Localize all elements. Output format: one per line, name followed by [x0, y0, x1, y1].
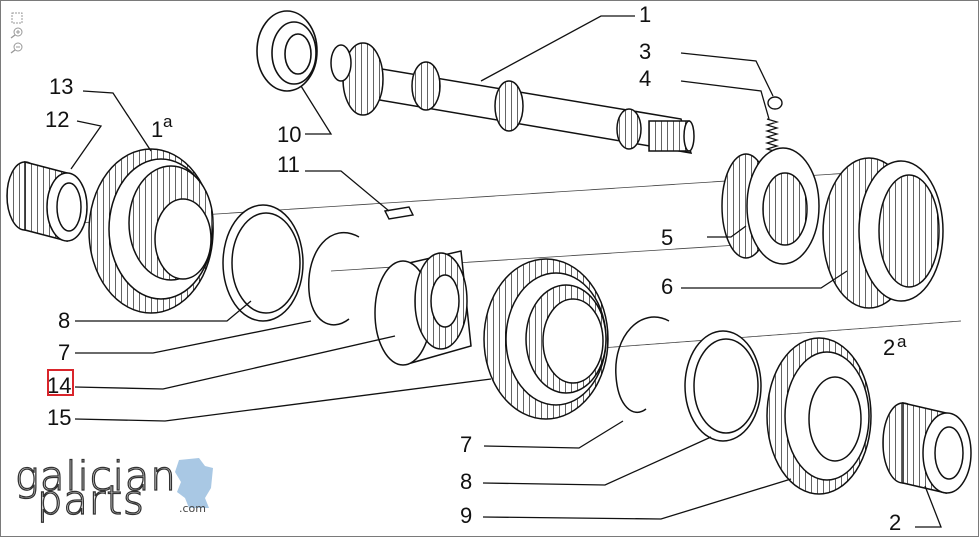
callout-15: 15 [47, 405, 71, 430]
leader-lines [70, 15, 942, 528]
part-4-spring[interactable] [764, 118, 780, 153]
callout-4: 4 [639, 66, 651, 91]
callout-12: 12 [45, 107, 69, 132]
galicianparts-logo: galician parts .com [14, 453, 245, 525]
part-3-ball[interactable] [767, 96, 783, 110]
gear-label-second-sup: a [897, 332, 907, 351]
callout-10: 10 [277, 122, 301, 147]
callout-8-upper: 8 [58, 308, 70, 333]
callout-9: 9 [460, 503, 472, 528]
callout-7-lower: 7 [460, 432, 472, 457]
gear-label-first: 1 [151, 117, 163, 142]
logo-text-line2: parts [36, 477, 145, 524]
zoom-in-icon [10, 27, 22, 39]
part-6-gear[interactable] [822, 157, 944, 309]
part-7-spring-clip-upper[interactable] [308, 231, 360, 326]
part-12-needle-bearing[interactable] [6, 161, 88, 242]
part-13-first-gear[interactable] [88, 148, 214, 314]
highlighted-callout-box[interactable] [47, 369, 74, 396]
logo-text-line1: galician [14, 453, 177, 500]
part-5-synchro-assembly[interactable] [721, 147, 820, 265]
callout-6: 6 [661, 274, 673, 299]
zoom-out-button[interactable] [9, 41, 24, 54]
callout-8-lower: 8 [460, 469, 472, 494]
galicia-map-icon [175, 458, 213, 508]
fit-page-icon [11, 12, 22, 23]
part-10-bearing[interactable] [256, 10, 318, 92]
part-9-second-gear[interactable] [766, 337, 872, 495]
gear-label-first-sup: a [163, 112, 173, 131]
part-15-sliding-sleeve[interactable] [483, 258, 609, 420]
callout-1: 1 [639, 2, 651, 27]
part-8-synchro-ring-upper[interactable] [222, 204, 304, 322]
callout-5: 5 [661, 225, 673, 250]
callout-7-upper: 7 [58, 340, 70, 365]
callout-13: 13 [49, 74, 73, 99]
callout-14: 14 [47, 373, 71, 398]
callout-3: 3 [639, 39, 651, 64]
part-11-key[interactable] [383, 206, 415, 220]
zoom-in-button[interactable] [9, 26, 24, 39]
logo-suffix: .com [179, 502, 206, 515]
part-2-needle-bearing[interactable] [882, 402, 972, 494]
callout-11: 11 [277, 152, 300, 177]
part-14-synchro-hub[interactable] [374, 250, 472, 366]
fit-page-button[interactable] [9, 11, 24, 24]
callout-2: 2 [889, 510, 901, 535]
zoom-out-icon [10, 42, 22, 54]
callout-labels: 1 3 4 10 11 13 12 5 6 8 7 14 15 7 8 9 2 … [45, 2, 907, 535]
part-8-synchro-ring-lower[interactable] [684, 330, 762, 442]
gear-label-second: 2 [883, 335, 895, 360]
part-1-main-shaft[interactable] [330, 42, 695, 154]
part-7-spring-clip-lower[interactable] [615, 316, 670, 414]
